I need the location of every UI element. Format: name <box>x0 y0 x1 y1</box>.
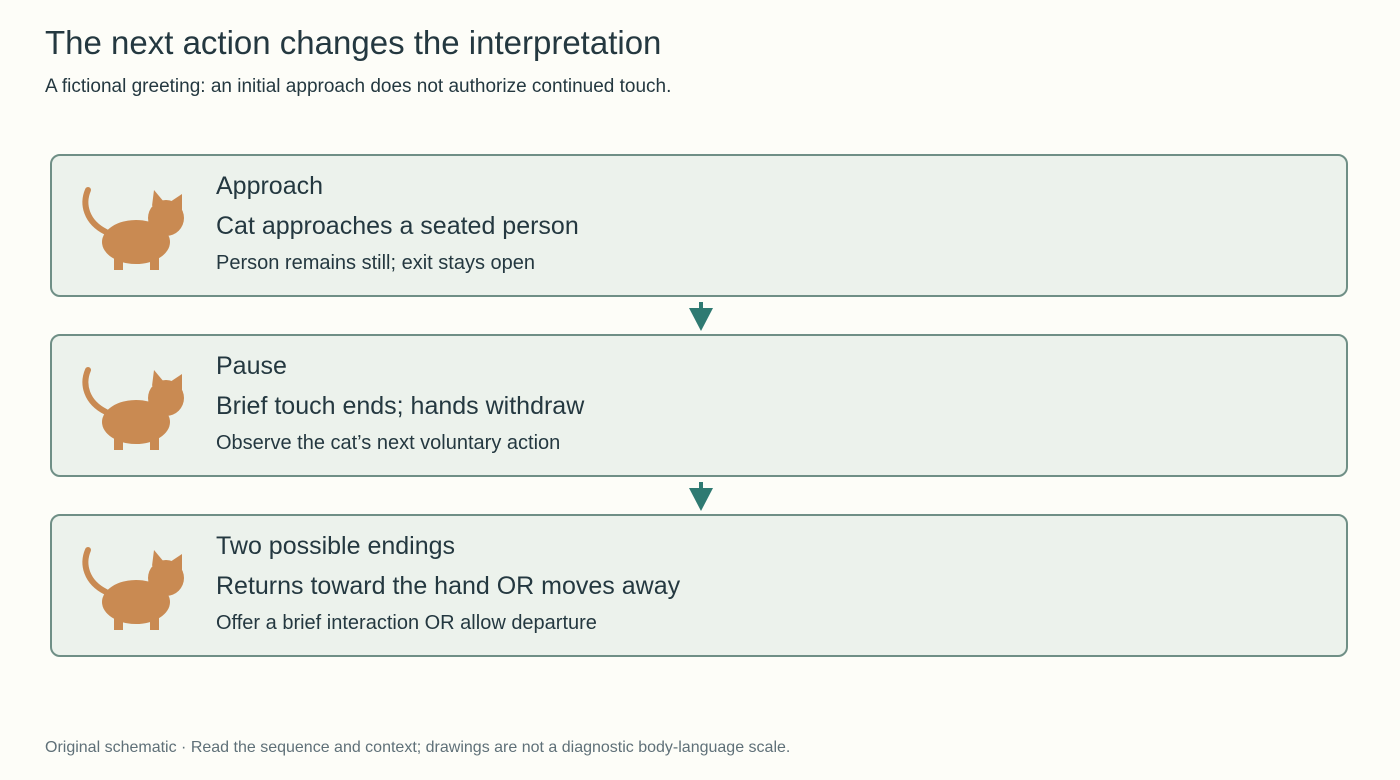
step-detail: Person remains still; exit stays open <box>216 252 536 274</box>
step-headline: Cat approaches a seated person <box>216 212 579 240</box>
step-card-approach: Approach Cat approaches a seated person … <box>50 154 1348 297</box>
page-subtitle: A fictional greeting: an initial approac… <box>45 76 672 97</box>
cat-icon <box>82 187 184 270</box>
step-label: Two possible endings <box>216 532 456 560</box>
step-detail: Offer a brief interaction OR allow depar… <box>216 612 597 634</box>
step-detail: Observe the cat’s next voluntary action <box>216 432 561 454</box>
step-card-pause: Pause Brief touch ends; hands withdraw O… <box>50 334 1348 477</box>
step-headline: Returns toward the hand OR moves away <box>216 572 681 600</box>
step-headline: Brief touch ends; hands withdraw <box>216 392 585 420</box>
cat-icon <box>82 367 184 450</box>
step-label: Pause <box>216 352 287 380</box>
cat-icon <box>82 547 184 630</box>
footer-note: Original schematic · Read the sequence a… <box>45 739 791 756</box>
page-title: The next action changes the interpretati… <box>45 24 662 61</box>
down-arrow-icon <box>689 482 713 511</box>
down-arrow-icon <box>689 302 713 331</box>
step-card-endings: Two possible endings Returns toward the … <box>50 514 1348 657</box>
step-label: Approach <box>216 172 324 200</box>
